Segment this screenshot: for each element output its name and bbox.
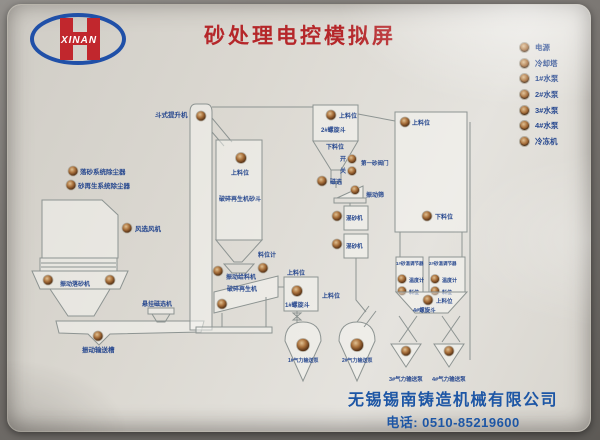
indicator-light-icon: [216, 298, 228, 310]
phone-value: 0510-85219600: [422, 415, 520, 430]
label-regulator-1: 1#砂温调节器: [396, 260, 424, 267]
label-level-up: 上料位: [231, 169, 249, 177]
indicator-light-icon: [400, 345, 412, 357]
indicator-light-icon: [235, 152, 247, 164]
base-platform: [195, 326, 273, 334]
indicator-light-icon: [350, 338, 364, 352]
label-pump3: 3#气力输送泵: [389, 375, 423, 383]
indicator-light-icon: [104, 274, 116, 286]
label-mixer-1: 混砂机: [346, 214, 363, 222]
magnetic-separator-body: [147, 307, 175, 315]
indicator-light-icon: [347, 154, 357, 164]
indicator-light-icon: [421, 210, 433, 222]
indicator-light-icon: [316, 175, 328, 187]
label-level-up: 上料位: [339, 112, 357, 120]
label-regen-machine: 破碎再生机: [227, 285, 257, 293]
indicator-light-icon: [212, 265, 224, 277]
indicator-light-icon: [325, 109, 337, 121]
support-braces: [398, 315, 461, 343]
indicator-light-icon: [347, 166, 357, 176]
label-valve: 第一砂阀门: [361, 159, 389, 167]
feed-line: [357, 113, 396, 122]
label-level-up: 上料位: [322, 292, 340, 300]
label-hopper2: 2#螺旋斗: [321, 126, 346, 134]
label-level-up: 上料位: [412, 119, 430, 127]
label-thermometer: 温度计: [409, 277, 424, 284]
label-pump2: 2#气力输送泵: [342, 357, 374, 364]
label-shakeout: 振动落砂机: [60, 280, 90, 288]
indicator-light-icon: [331, 238, 343, 250]
label-fan: 风选风机: [135, 224, 162, 233]
indicator-light-icon: [397, 274, 407, 284]
indicator-light-icon: [331, 210, 343, 222]
label-feeder: 振动给料机: [226, 273, 256, 281]
label-valve-open: 开: [340, 155, 346, 163]
indicator-light-icon: [443, 345, 455, 357]
regen-hopper-funnel: [214, 239, 264, 263]
dust-collector-box: [41, 199, 119, 259]
indicator-light-icon: [92, 330, 104, 342]
indicator-light-icon: [296, 338, 310, 352]
label-dust-regen: 砂再生系统除尘器: [78, 181, 131, 190]
shakeout-section: 落砂系统除尘器 砂再生系统除尘器 风选风机 振动落砂机 振动输送槽 悬挂磁选机: [31, 165, 205, 354]
label-trough: 振动输送槽: [82, 345, 115, 354]
label-magnetic-separator: 悬挂磁选机: [141, 300, 172, 308]
phone-label: 电话:: [386, 415, 419, 430]
indicator-light-icon: [195, 110, 207, 122]
mixer-discharge-line: [355, 258, 367, 313]
label-dust-shakeout: 落砂系统除尘器: [80, 167, 126, 176]
label-pump1: 1#气力输送泵: [288, 357, 320, 364]
conveyor-trough: [55, 320, 205, 346]
indicator-light-icon: [291, 285, 303, 297]
label-valve-close: 关: [340, 167, 346, 175]
indicator-light-icon: [399, 116, 411, 128]
label-elevator: 斗式提升机: [155, 110, 188, 119]
indicator-light-icon: [350, 185, 360, 195]
label-level-down: 下料位: [326, 143, 344, 151]
label-regulator-2: 2#砂温调节器: [429, 260, 457, 267]
bucket-elevator: [189, 103, 213, 331]
indicator-light-icon: [422, 294, 434, 306]
label-level-up: 上料位: [436, 297, 453, 305]
company-name: 无锡锡南铸造机械有限公司: [347, 392, 558, 409]
hopper2-box: [312, 104, 359, 142]
indicator-light-icon: [65, 179, 77, 191]
label-level-gauge: 料位计: [258, 251, 276, 259]
label-hopper4: 4#螺旋斗: [413, 306, 436, 314]
footer: 无锡锡南铸造机械有限公司 电话: 0510-85219600: [348, 386, 558, 431]
feeder-dish: [222, 263, 256, 274]
batching-column: 上料位 2#螺旋斗 下料位 开 关 第一砂阀门 磁选 振动筛 混砂机 混砂机 上…: [312, 104, 389, 313]
indicator-light-icon: [42, 274, 54, 286]
label-screen: 振动筛: [366, 191, 384, 199]
label-regen-hopper: 破碎再生机砂斗: [219, 195, 261, 203]
phone-number: 电话: 0510-85219600: [348, 412, 558, 431]
screen-base: [333, 197, 367, 204]
valve-symbol: [291, 311, 303, 323]
indicator-light-icon: [430, 274, 440, 284]
indicator-light-icon: [67, 165, 79, 177]
label-pump4: 4#气力输送泵: [432, 375, 466, 383]
label-level-down: 下料位: [435, 213, 453, 221]
indicator-light-icon: [257, 262, 269, 274]
label-thermometer: 温度计: [442, 277, 457, 284]
label-hopper1: 1#螺旋斗: [285, 301, 310, 309]
sand-cooler-section: 上料位 下料位 1#砂温调节器 2#砂温调节器 温度计 料位 温度计 料位 上料…: [357, 111, 471, 360]
shakeout-grate: [39, 257, 118, 272]
indicator-light-icon: [121, 222, 133, 234]
shakeout-funnel: [49, 288, 111, 317]
label-mixer-2: 混砂机: [346, 242, 363, 250]
label-level-up: 上料位: [287, 269, 305, 277]
